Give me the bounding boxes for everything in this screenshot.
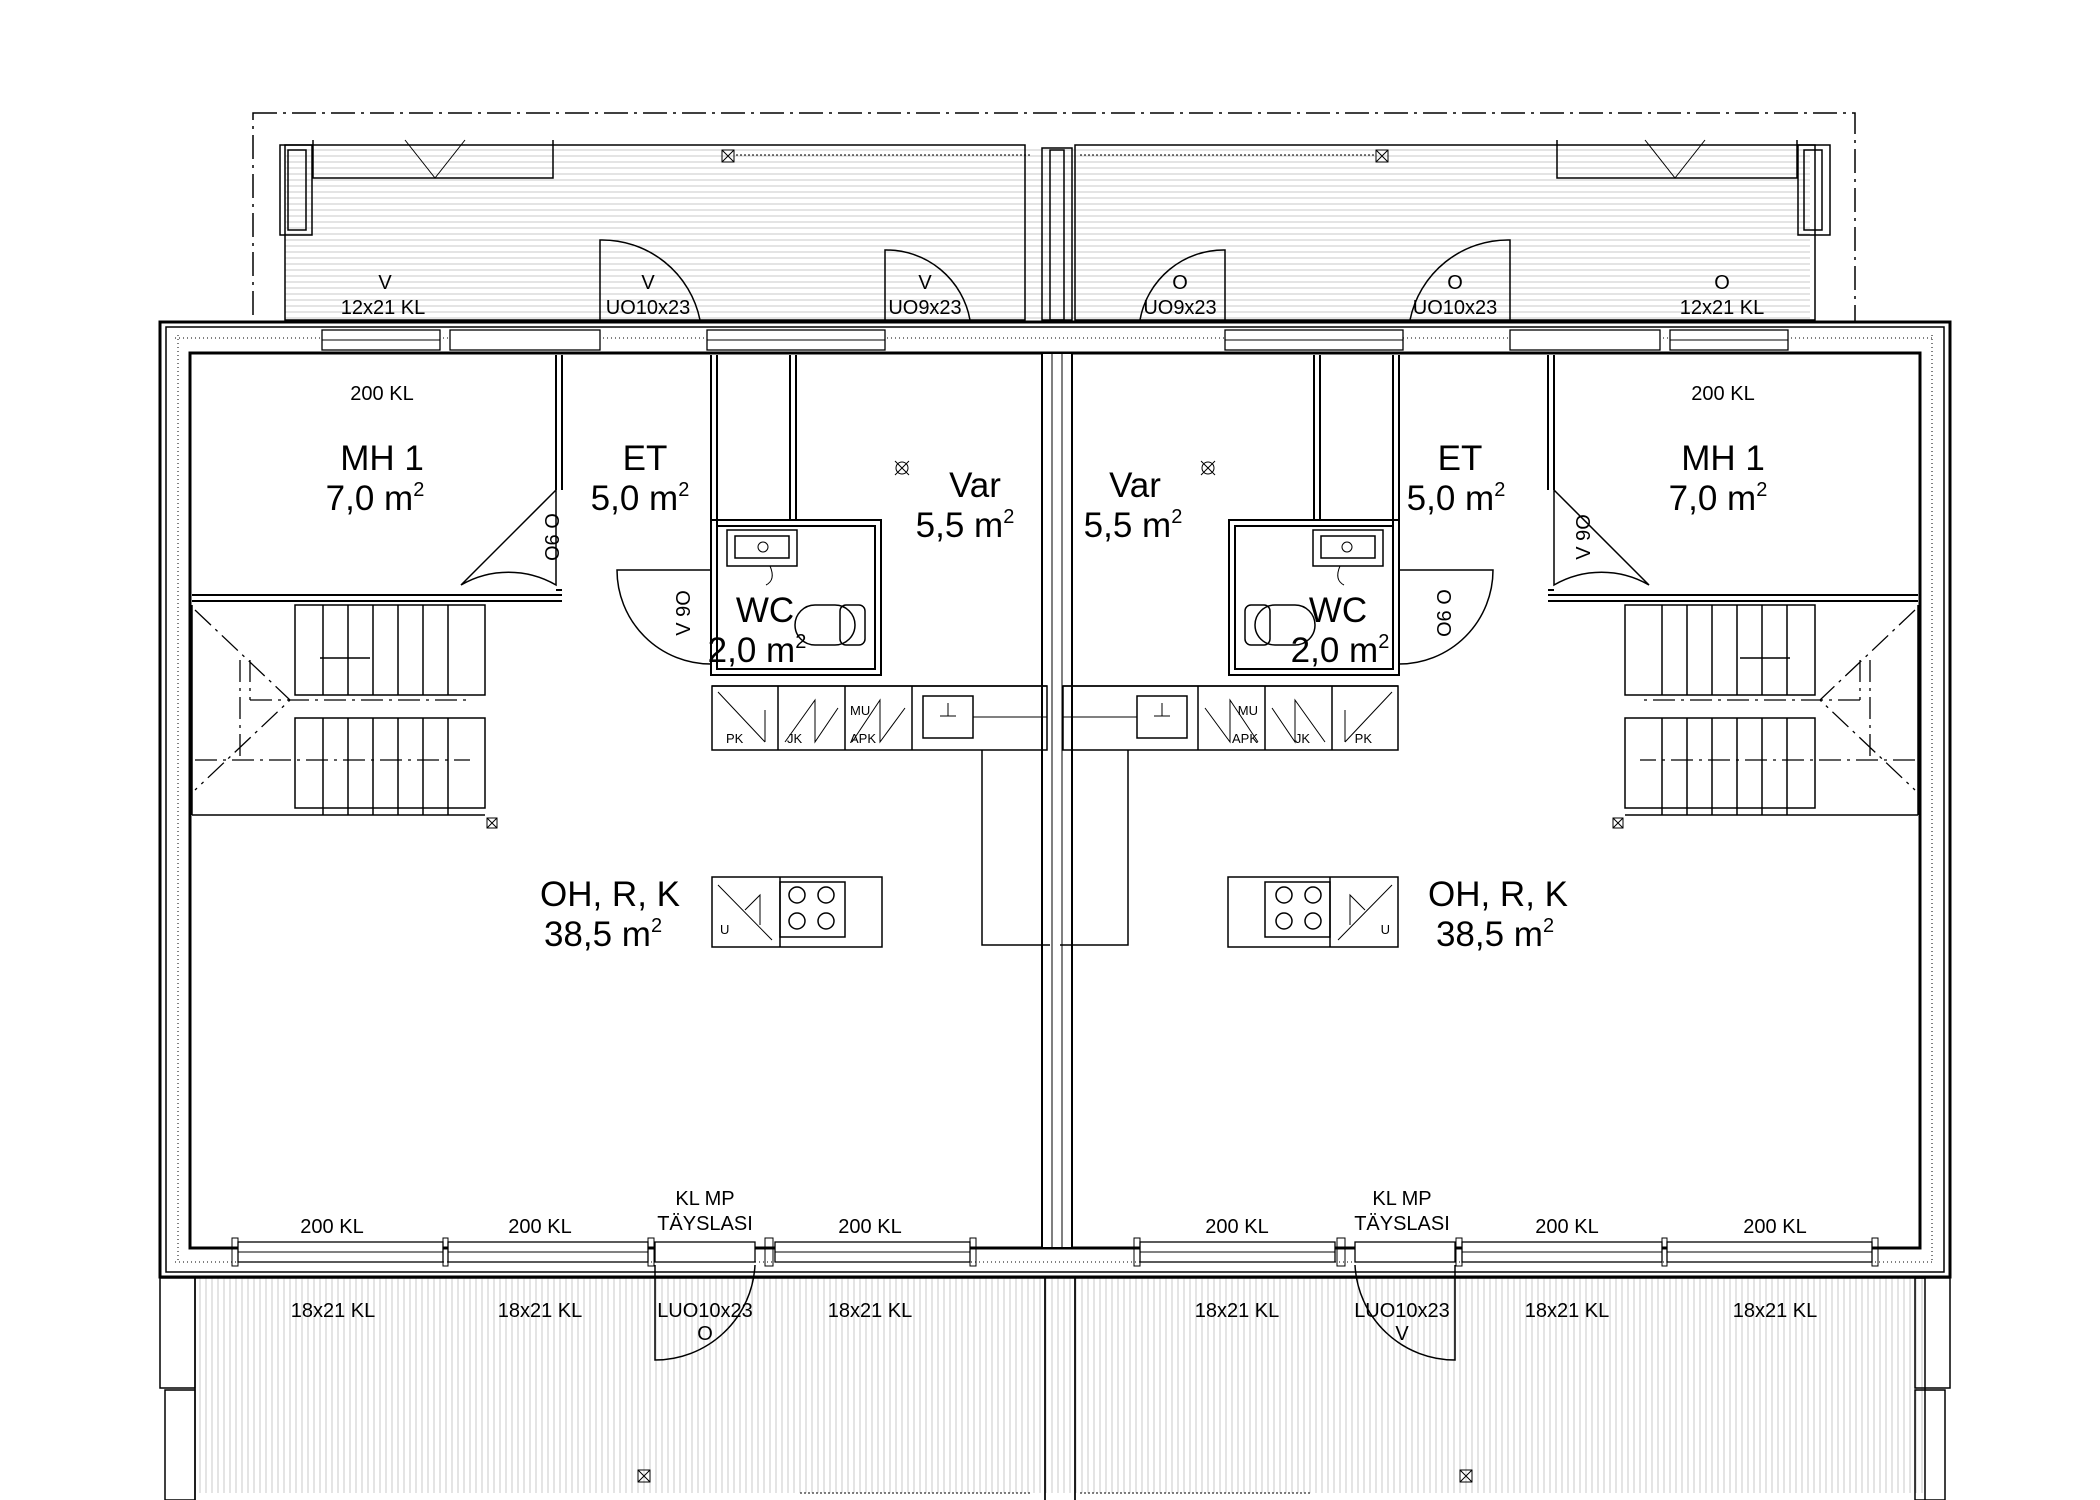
mh-window-label: 200 KL <box>1691 383 1754 405</box>
bottom-window-2-label: 200 KL <box>1535 1216 1598 1238</box>
top-door-2-label: UO9x23 <box>1143 297 1216 319</box>
kitchen-mu: MU <box>1238 703 1258 718</box>
room-wc-name: WC <box>1309 591 1367 630</box>
glass-door-label-2: TÄYSLASI <box>657 1213 753 1235</box>
room-oh-name: OH, R, K <box>540 875 680 914</box>
bottom-terrace <box>194 1277 1926 1500</box>
room-mh-name: MH 1 <box>1681 439 1765 478</box>
bottom-window-2-label: 200 KL <box>508 1216 571 1238</box>
top-window-1-dir: O <box>1714 272 1730 294</box>
room-var-area: 5,5 m2 <box>916 506 1015 545</box>
kitchen-u: U <box>720 922 729 937</box>
unit-left-labels: MH 1 7,0 m2 ET 5,0 m2 Var 5,5 m2 WC 2,0 … <box>291 272 1015 1345</box>
room-var-name: Var <box>949 466 1001 505</box>
bottom-window-3-label: 200 KL <box>1743 1216 1806 1238</box>
top-window-1-label: 12x21 KL <box>341 297 426 319</box>
terrace-window-1: 18x21 KL <box>291 1300 376 1322</box>
top-door-1-dir: V <box>641 272 655 294</box>
bottom-window-3-label: 200 KL <box>838 1216 901 1238</box>
room-oh-name: OH, R, K <box>1428 875 1568 914</box>
unit-right-labels: MH 1 7,0 m2 ET 5,0 m2 Var 5,5 m2 WC 2,0 … <box>1084 272 1818 1345</box>
glass-door-label-1: KL MP <box>675 1188 734 1210</box>
terrace-door-label: LUO10x23 <box>657 1300 753 1322</box>
kitchen-pk: PK <box>726 731 744 746</box>
top-door-1-label: UO10x23 <box>606 297 691 319</box>
top-door-2-label: UO9x23 <box>888 297 961 319</box>
room-mh-area: 7,0 m2 <box>326 479 425 518</box>
mh-window-label: 200 KL <box>350 383 413 405</box>
top-door-2-dir: V <box>918 272 932 294</box>
room-mh-name: MH 1 <box>340 439 424 478</box>
room-wc-area: 2,0 m2 <box>1291 631 1390 670</box>
room-oh-area: 38,5 m2 <box>1436 915 1554 954</box>
glass-door-label-2: TÄYSLASI <box>1354 1213 1450 1235</box>
party-wall <box>1041 352 1073 1249</box>
top-terrace <box>252 112 1856 329</box>
top-door-2-dir: O <box>1172 272 1188 294</box>
room-wc-area: 2,0 m2 <box>708 631 807 670</box>
kitchen-jk: JK <box>1295 731 1311 746</box>
kitchen-u: U <box>1381 922 1390 937</box>
kitchen-pk: PK <box>1355 731 1373 746</box>
top-door-1-dir: O <box>1447 272 1463 294</box>
terrace-door-label: LUO10x23 <box>1354 1300 1450 1322</box>
bottom-window-1-label: 200 KL <box>300 1216 363 1238</box>
top-door-1-label: UO10x23 <box>1413 297 1498 319</box>
room-mh-area: 7,0 m2 <box>1669 479 1768 518</box>
top-window-1-dir: V <box>378 272 392 294</box>
terrace-window-3: 18x21 KL <box>828 1300 913 1322</box>
kitchen-jk: JK <box>787 731 803 746</box>
room-et-name: ET <box>1438 439 1483 478</box>
room-oh-area: 38,5 m2 <box>544 915 662 954</box>
terrace-door-dir: V <box>1395 1323 1409 1345</box>
terrace-window-2: 18x21 KL <box>498 1300 583 1322</box>
door-mh-label: V 9O <box>1573 514 1595 560</box>
room-var-area: 5,5 m2 <box>1084 506 1183 545</box>
terrace-window-2: 18x21 KL <box>1525 1300 1610 1322</box>
terrace-window-3: 18x21 KL <box>1733 1300 1818 1322</box>
terrace-window-1: 18x21 KL <box>1195 1300 1280 1322</box>
room-et-name: ET <box>623 439 668 478</box>
door-mh-label: O 9O <box>540 513 562 561</box>
room-wc-name: WC <box>736 591 794 630</box>
top-window-1-label: 12x21 KL <box>1680 297 1765 319</box>
room-et-area: 5,0 m2 <box>591 479 690 518</box>
terrace-door-dir: O <box>697 1323 713 1345</box>
door-wc-label: V 9O <box>673 590 695 636</box>
kitchen-mu: MU <box>850 703 870 718</box>
door-wc-label: O 9O <box>1432 589 1454 637</box>
room-var-name: Var <box>1109 466 1161 505</box>
kitchen-apk: APK <box>1232 731 1258 746</box>
glass-door-label-1: KL MP <box>1372 1188 1431 1210</box>
room-et-area: 5,0 m2 <box>1407 479 1506 518</box>
bottom-window-1-label: 200 KL <box>1205 1216 1268 1238</box>
kitchen-apk: APK <box>850 731 876 746</box>
